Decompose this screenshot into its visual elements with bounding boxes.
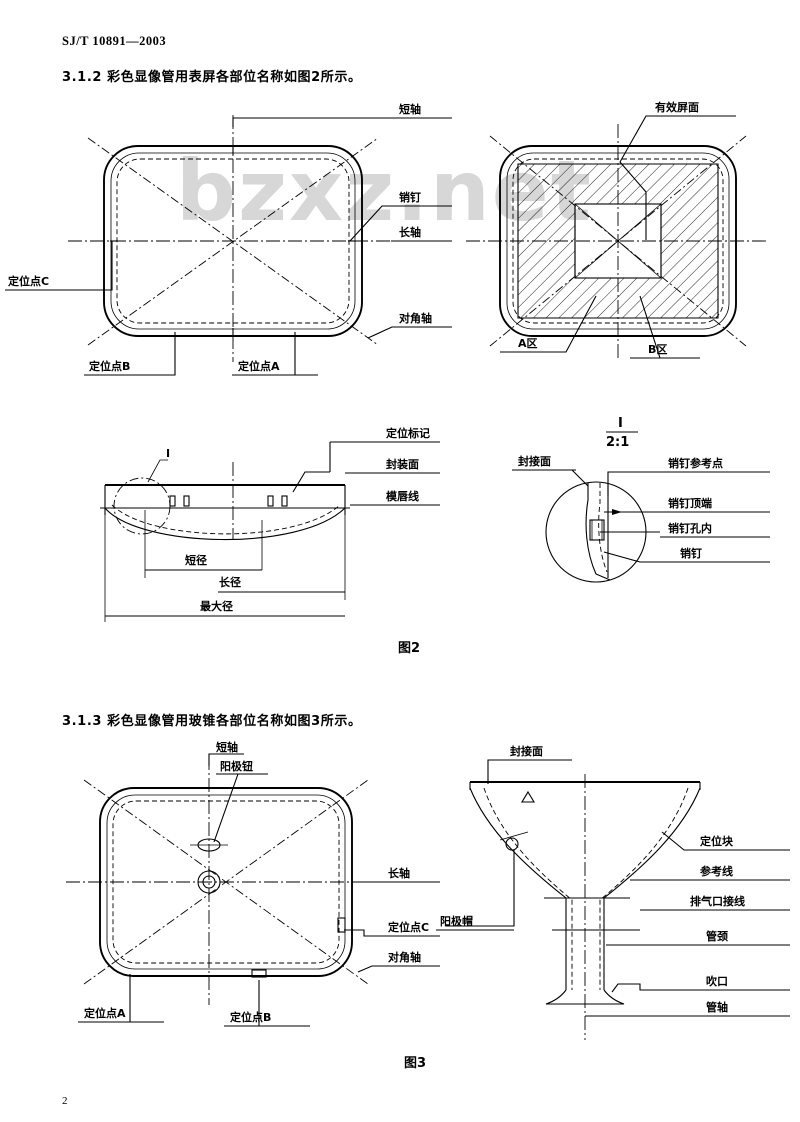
- detail-title-scale: 2:1: [606, 435, 629, 450]
- label-f3-sealing-face: 封接面: [510, 744, 543, 758]
- section-3-1-2-text: 3.1.2 彩色显像管用表屏各部位名称如图2所示。: [62, 70, 362, 85]
- label-zone-a: A区: [518, 337, 538, 350]
- label-diagonal-axis: 对角轴: [399, 311, 432, 325]
- label-anode-button: 阳极钮: [220, 759, 253, 773]
- label-pin-hole-inner: 销钉孔内: [668, 521, 712, 535]
- page-number: 2: [62, 1095, 68, 1107]
- label-neck: 管颈: [706, 929, 728, 943]
- label-detail-pin: 销钉: [680, 546, 702, 560]
- label-sealing-face: 封装面: [386, 457, 419, 471]
- funnel-front-view: 短轴 阳极钮 长轴 定位点C 对角轴 定位点A: [66, 740, 440, 1027]
- label-detail-tag-i: I: [166, 447, 170, 460]
- label-pin-top: 销钉顶端: [668, 496, 712, 510]
- label-f3-short-axis: 短轴: [216, 740, 238, 754]
- label-locating-block: 定位块: [700, 834, 734, 848]
- label-locating-mark: 定位标记: [386, 426, 430, 440]
- label-short-axis: 短轴: [399, 102, 421, 116]
- figure-3-caption: 图3: [404, 1056, 427, 1071]
- standard-number-header: SJ/T 10891—2003: [62, 34, 167, 48]
- label-long-diameter: 长径: [219, 575, 241, 589]
- section-3-1-3-text: 3.1.3 彩色显像管用玻锥各部位名称如图3所示。: [62, 714, 362, 729]
- detail-view-i: I 2:1 封接面 销钉参考点: [512, 416, 770, 583]
- panel-front-view: 短轴 销钉 长轴 对角轴 定位点C 定位点B: [5, 102, 452, 376]
- figure-2-caption: 图2: [398, 641, 421, 656]
- label-effective-screen-alt: 有效屏面: [655, 100, 699, 114]
- label-f3-diagonal-axis: 对角轴: [388, 950, 421, 964]
- label-f3-locating-point-b: 定位点B: [230, 1010, 271, 1024]
- label-max-diameter: 最大径: [200, 599, 233, 613]
- label-zone-b: B区: [648, 343, 667, 356]
- label-detail-sealing-face: 封接面: [518, 454, 551, 468]
- label-exhaust-port-line: 排气口接线: [690, 894, 745, 908]
- detail-title-i: I: [618, 416, 623, 431]
- label-mold-lip-line: 模唇线: [386, 489, 419, 503]
- funnel-section-view: 封接面 阳极帽 定位块 参考线 排气口接线 管颈: [436, 744, 790, 1040]
- label-locating-point-b: 定位点B: [89, 359, 130, 373]
- label-short-diameter: 短径: [185, 553, 207, 567]
- panel-section-view: I 定位标记 封装面 模唇线 短径: [100, 426, 440, 622]
- label-f3-locating-point-c: 定位点C: [388, 920, 429, 934]
- label-tube-axis: 管轴: [706, 1000, 728, 1014]
- label-reference-line: 参考线: [700, 864, 733, 878]
- label-pin: 销钉: [399, 190, 421, 204]
- label-locating-point-c: 定位点C: [8, 274, 49, 288]
- label-f3-locating-point-a: 定位点A: [84, 1006, 126, 1020]
- label-pin-reference-point: 销钉参考点: [668, 456, 723, 470]
- panel-zone-view: 有效屏面 A区 B区: [466, 100, 768, 359]
- figure-3: 短轴 阳极钮 长轴 定位点C 对角轴 定位点A: [0, 740, 800, 1060]
- label-anode-cap: 阳极帽: [440, 914, 473, 928]
- label-blow-port: 吹口: [706, 974, 728, 988]
- label-f3-long-axis: 长轴: [388, 866, 410, 880]
- label-locating-point-a: 定位点A: [238, 359, 280, 373]
- label-long-axis: 长轴: [399, 225, 421, 239]
- figure-2: 短轴 销钉 长轴 对角轴 定位点C 定位点B: [0, 100, 800, 640]
